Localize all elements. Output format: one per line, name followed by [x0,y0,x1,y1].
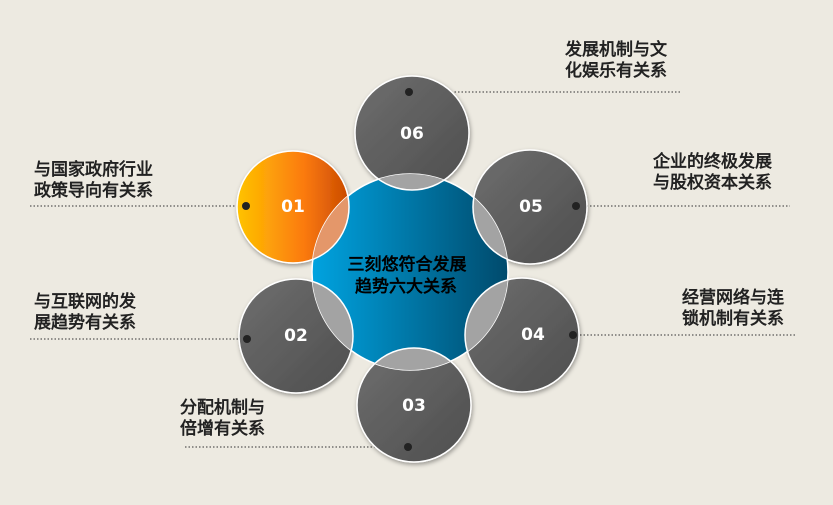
node-number-05: 05 [519,197,543,217]
connector-dots [242,88,580,451]
label-01: 与国家政府行业政策导向有关系 [34,160,153,201]
node-number-02: 02 [284,326,308,346]
label-04: 经营网络与连锁机制有关系 [682,288,784,329]
label-05: 企业的终极发展与股权资本关系 [653,152,772,193]
label-06: 发展机制与文化娱乐有关系 [565,40,667,81]
node-number-03: 03 [402,396,426,416]
label-02: 与互联网的发展趋势有关系 [34,292,136,333]
label-03: 分配机制与倍增有关系 [180,398,265,439]
leader-lines [30,91,795,448]
center-title-line2: 趋势六大关系 [355,276,457,297]
node-number-01: 01 [281,197,305,217]
center-title-line1: 三刻悠符合发展 [348,254,467,275]
node-number-06: 06 [400,124,424,144]
node-number-04: 04 [521,325,545,345]
